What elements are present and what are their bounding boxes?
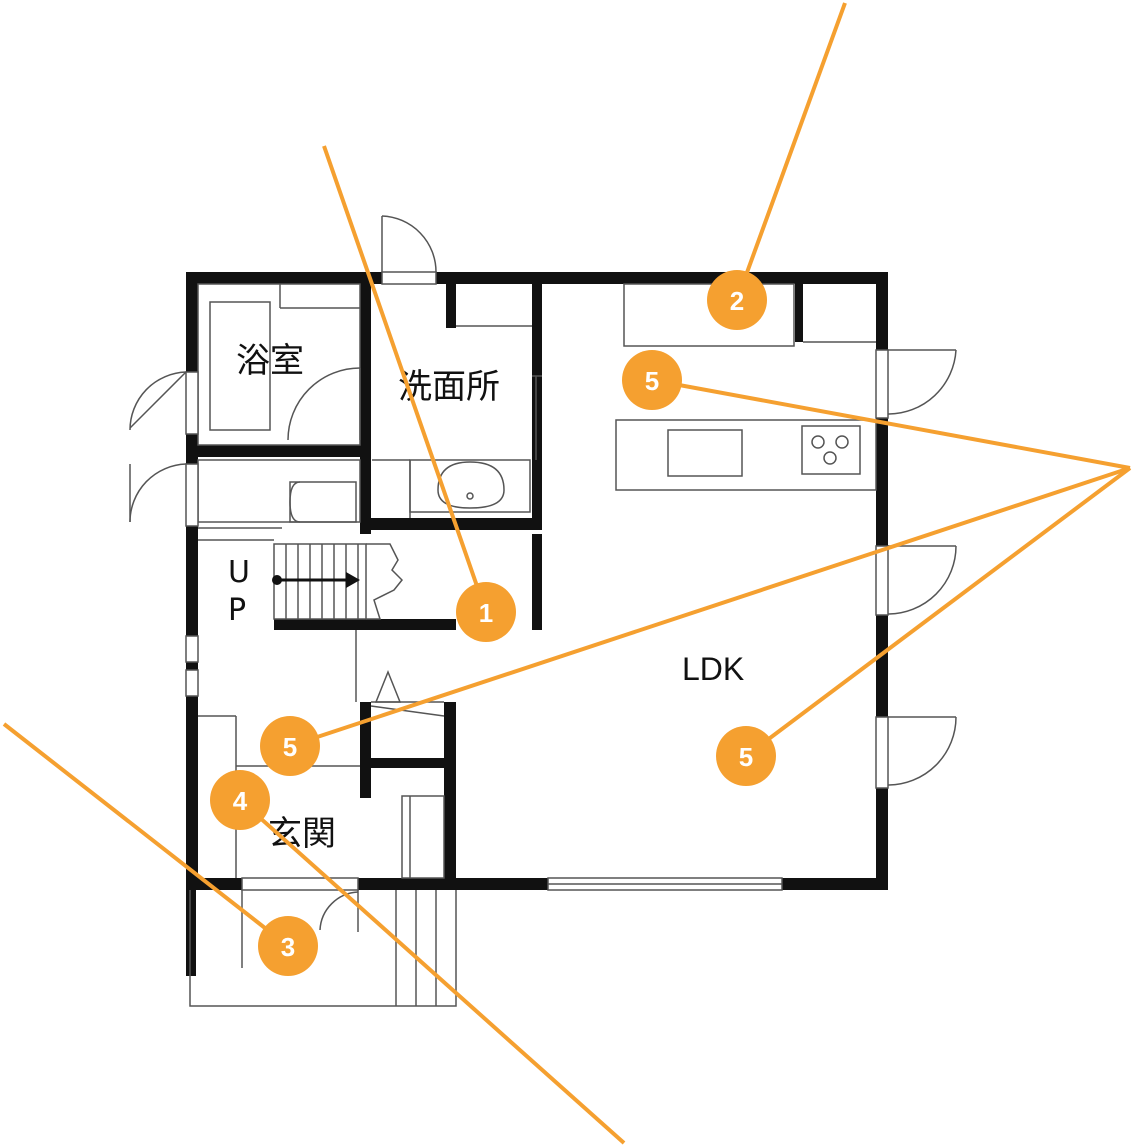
svg-text:5: 5 [645, 366, 659, 396]
svg-text:5: 5 [739, 742, 753, 772]
svg-text:2: 2 [730, 286, 744, 316]
callout-badge-5b: 5 [260, 716, 320, 776]
svg-text:4: 4 [233, 786, 248, 816]
callout-badge-5c: 5 [716, 726, 776, 786]
stairs-up-u: U [228, 555, 250, 590]
callout-line-1 [322, 145, 488, 613]
callout-line-3 [2, 722, 290, 948]
room-label-bath: 浴室 [236, 341, 304, 381]
door-swings [129, 215, 957, 931]
callout-badge-1: 1 [456, 582, 516, 642]
callout-line-5b [289, 466, 1131, 748]
callout-badge-2: 2 [707, 270, 767, 330]
svg-text:3: 3 [281, 932, 295, 962]
callout-line-2 [735, 2, 847, 301]
stairs-up-p: P [228, 593, 246, 628]
callout-badge-5a: 5 [622, 350, 682, 410]
room-label-ldk: LDK [682, 651, 744, 687]
fixtures [185, 271, 889, 1007]
callout-badge-3: 3 [258, 916, 318, 976]
callout-badge-4: 4 [210, 770, 270, 830]
room-label-washroom: 洗面所 [398, 367, 500, 407]
callout-line-5c [744, 466, 1132, 758]
callout-line-5a [651, 378, 1131, 470]
callout-line-4 [238, 798, 626, 1145]
svg-text:1: 1 [479, 598, 493, 628]
svg-text:5: 5 [283, 732, 297, 762]
